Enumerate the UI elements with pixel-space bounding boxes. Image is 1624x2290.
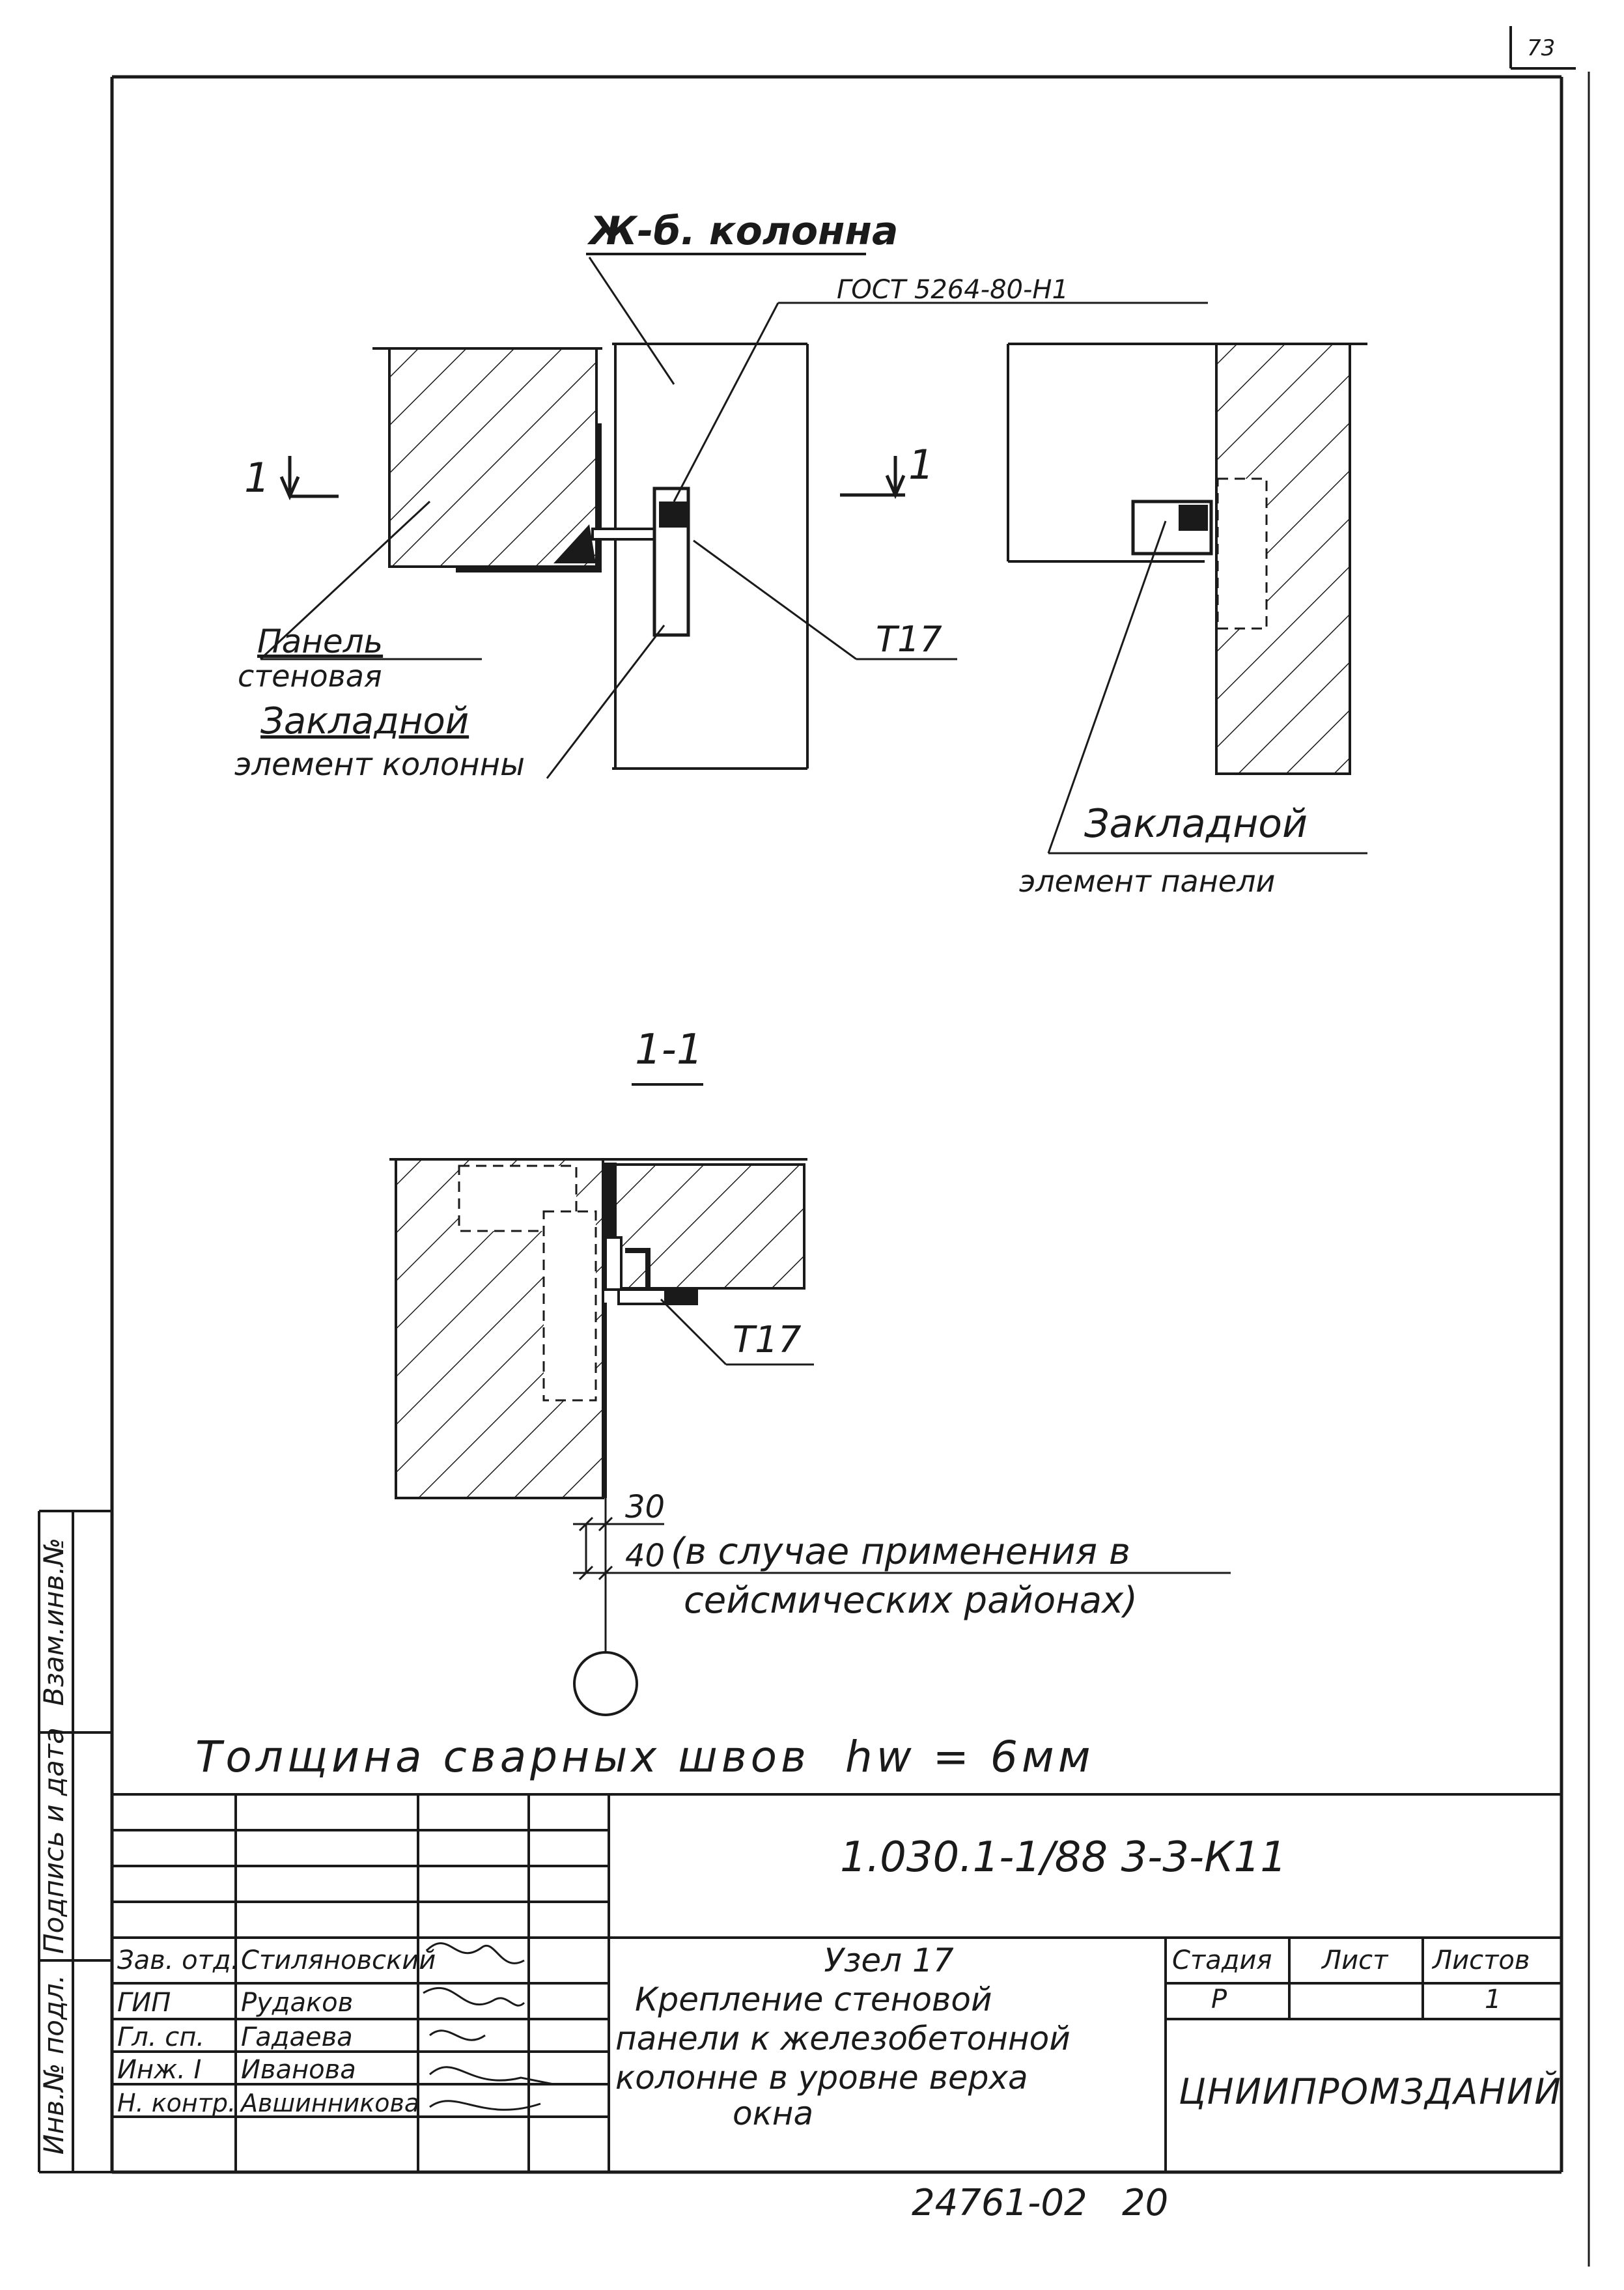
top-view-right — [1007, 343, 1367, 855]
stage-value: Р — [1211, 1985, 1227, 2014]
embed-panel-line2: элемент панели — [1019, 864, 1276, 899]
panel-label-line2: стеновая — [238, 658, 382, 694]
sheets-header: Листов — [1433, 1945, 1530, 1975]
section-title: 1-1 — [635, 1026, 703, 1074]
person-name: Стиляновский — [241, 1945, 436, 1975]
side-stamp-inv-podl: Инв.№ подл. — [38, 1974, 70, 2155]
axis-marker-circle — [573, 1651, 638, 1716]
embed-panel-line1: Закладной — [1084, 801, 1308, 847]
top-view-left: 1 1 — [244, 343, 934, 770]
seismic-note-line2: сейсмических районах) — [684, 1579, 1138, 1622]
person-name: Иванова — [241, 2055, 356, 2085]
people-row: ГИП Рудаков — [117, 1983, 521, 2019]
signature-scribbles — [423, 1942, 554, 2111]
gost-label: ГОСТ 5264-80-Н1 — [837, 275, 1069, 305]
sheet-title-line: Крепление стеновой — [635, 1981, 992, 2018]
side-stamp-signature-date: Подпись и дата — [38, 1727, 70, 1954]
document-code: 1.030.1-1/88 3-3-К11 — [840, 1833, 1287, 1882]
organization-name: ЦНИИПРОМЗДАНИЙ — [1179, 2071, 1562, 2112]
leaders-top — [259, 257, 1208, 779]
sheet-frame — [110, 72, 1590, 2267]
column-label: Ж-б. колонна — [589, 208, 899, 254]
panel-angle — [456, 423, 602, 572]
dimension-lines — [573, 1498, 1231, 1654]
section-panel-right-hatched — [614, 1163, 805, 1290]
column-outline — [612, 343, 809, 770]
sheet-title-line: окна — [733, 2095, 814, 2132]
weld-t17-top: Т17 — [876, 619, 942, 660]
wall-panel-hatched — [388, 347, 598, 568]
side-stamp-vzam-inv: Взам.инв.№ — [38, 1537, 70, 1706]
people-row: Гл. сп. Гадаева — [117, 2019, 521, 2052]
section-mark-right-label: 1 — [908, 441, 934, 488]
person-name: Гадаева — [241, 2022, 353, 2052]
person-role: ГИП — [117, 1988, 171, 2018]
sheet-title-line: Узел 17 — [824, 1942, 954, 1979]
embed-column-line2: элемент колонны — [234, 746, 525, 783]
title-block-grid — [112, 1793, 1561, 2172]
dimension-30: 30 — [625, 1489, 665, 1525]
embed-column-line1: Закладной — [260, 700, 469, 742]
sheet-title-line: колонне в уровне верха — [615, 2059, 1028, 2097]
section-mark-right — [840, 456, 906, 500]
weld-t17-section: Т17 — [733, 1319, 802, 1361]
people-row: Инж. I Иванова — [117, 2052, 521, 2084]
bottom-code: 24761-02 20 — [912, 2182, 1169, 2224]
person-role: Н. контр. — [117, 2089, 236, 2117]
person-role: Зав. отд. — [117, 1945, 240, 1975]
sheet-header: Лист — [1322, 1945, 1388, 1975]
side-stamp — [38, 1510, 112, 2173]
seismic-note-line1: (в случае применения в — [671, 1531, 1130, 1573]
people-row: Зав. отд. Стиляновский — [117, 1941, 521, 1980]
weld-thickness-note: Толщина сварных швов hw = 6мм — [195, 1732, 1095, 1782]
person-role: Гл. сп. — [117, 2022, 205, 2052]
dimension-40: 40 — [625, 1538, 665, 1574]
person-name: Авшинникова — [241, 2089, 420, 2117]
person-role: Инж. I — [117, 2055, 202, 2085]
sheet-title-line: панели к железобетонной — [615, 2020, 1071, 2057]
section-mark-left — [279, 456, 339, 501]
sheet-title: Узел 17 Крепление стеновой панели к желе… — [615, 1944, 1162, 2133]
sheets-value: 1 — [1485, 1985, 1502, 2014]
stage-header: Стадия — [1172, 1945, 1272, 1975]
page-number-corner: 73 — [1509, 26, 1576, 70]
person-name: Рудаков — [241, 1988, 354, 2018]
connection-rod — [591, 528, 659, 541]
section-view — [389, 1158, 1231, 1716]
page-number: 73 — [1527, 35, 1555, 61]
people-row: Н. контр. Авшинникова — [117, 2084, 521, 2120]
section-mark-left-label: 1 — [244, 454, 270, 502]
panel-label-line1: Панель — [257, 623, 384, 660]
